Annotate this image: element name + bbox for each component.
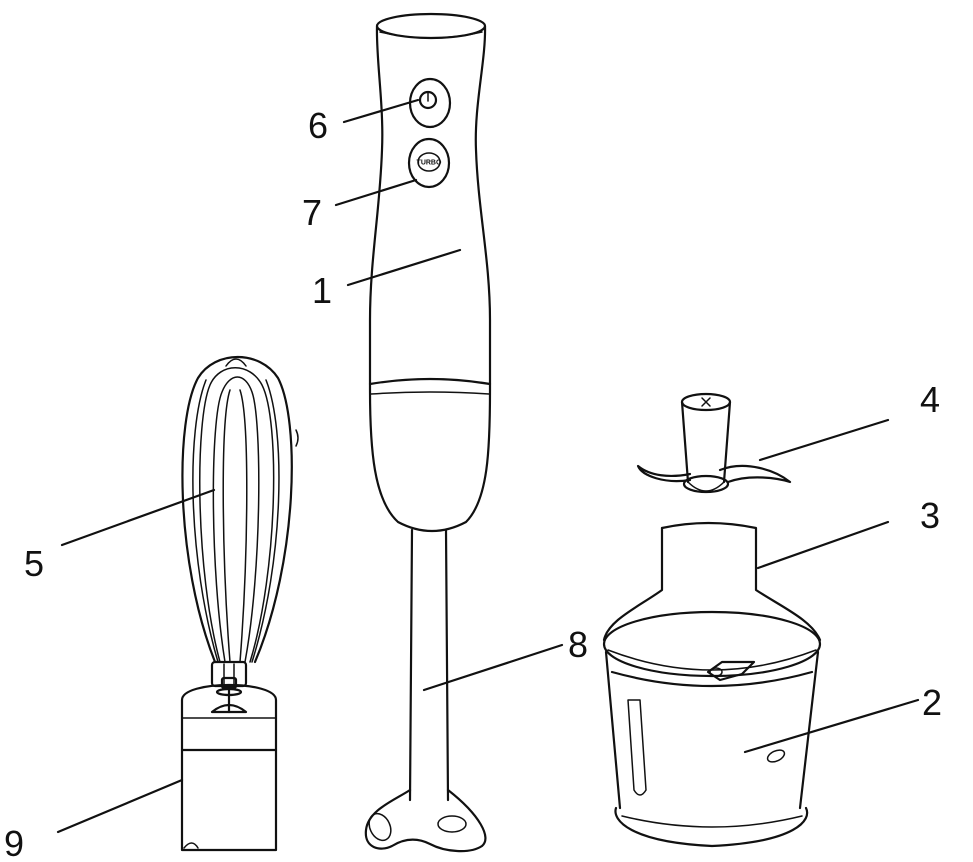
chopper-lid (604, 523, 820, 676)
part-number-6: 6 (308, 105, 328, 146)
part-number-8: 8 (568, 624, 588, 665)
power-button (410, 79, 450, 127)
part-number-5: 5 (24, 543, 44, 584)
part-numbers: 6 7 1 5 8 9 4 3 2 (4, 105, 942, 862)
turbo-button-text: TURBO (417, 160, 442, 167)
leader-line-7 (336, 180, 416, 205)
chopper-blade (638, 394, 790, 492)
leader-line-2 (745, 700, 918, 752)
chopper-bowl (606, 652, 818, 846)
part-number-4: 4 (920, 379, 940, 420)
leader-line-5 (62, 490, 214, 545)
leader-line-9 (58, 780, 182, 832)
leader-line-8 (424, 645, 562, 690)
part-number-2: 2 (922, 682, 942, 723)
part-number-1: 1 (312, 270, 332, 311)
leader-line-4 (760, 420, 888, 460)
leader-line-3 (758, 522, 888, 568)
leader-line-1 (348, 250, 460, 285)
whisk (182, 357, 298, 712)
leader-lines (58, 100, 918, 832)
part-number-9: 9 (4, 823, 24, 862)
part-number-3: 3 (920, 495, 940, 536)
part-number-7: 7 (302, 192, 322, 233)
